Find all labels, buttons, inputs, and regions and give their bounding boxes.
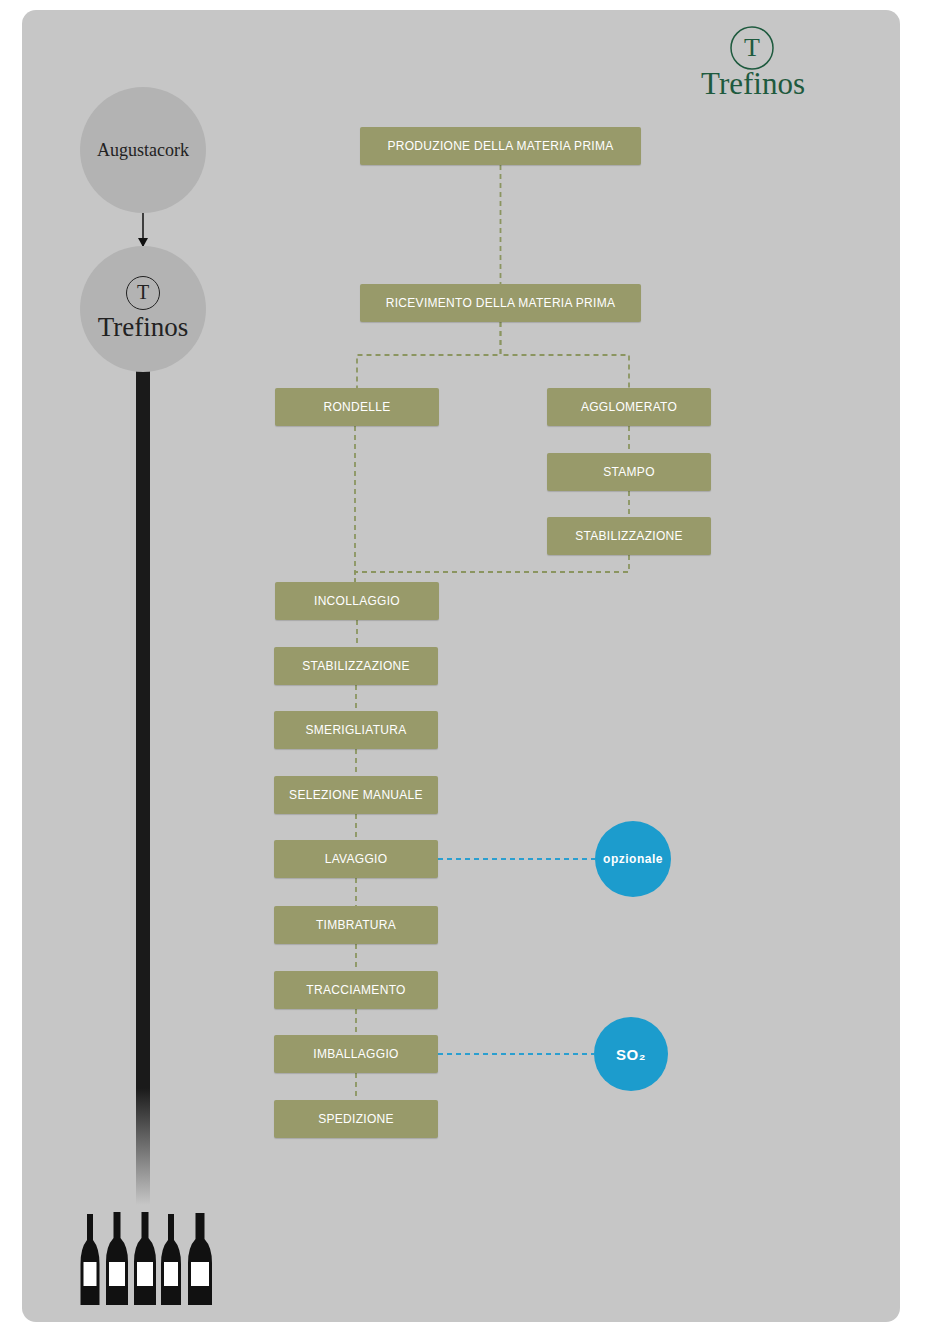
dashed-connector [355,878,357,906]
node-text: RICEVIMENTO DELLA MATERIA PRIMA [386,296,616,310]
dashed-connector [355,814,357,840]
node-text: PRODUZIONE DELLA MATERIA PRIMA [387,139,613,153]
process-box: SPEDIZIONE [274,1100,438,1138]
node-text: INCOLLAGGIO [314,594,400,608]
dashed-connector [355,944,357,971]
bottle [161,1214,181,1305]
dashed-connector [354,426,356,582]
node-text: TRACCIAMENTO [306,983,405,997]
dashed-connector [500,165,502,284]
node-text: SPEDIZIONE [318,1112,394,1126]
process-box: TIMBRATURA [274,906,438,944]
node-text: AGGLOMERATO [581,400,677,414]
node-text: T [126,276,160,310]
bottle-group [81,1212,213,1305]
process-box: SELEZIONE MANUALE [274,776,438,814]
node-text: opzionale [603,852,663,866]
note-circle: opzionale [595,821,671,897]
process-box: AGGLOMERATO [547,388,711,426]
timeline-bar [136,370,150,1205]
node-text: IMBALLAGGIO [313,1047,398,1061]
logo-circle: TTrefinos [80,246,206,372]
node-text: SELEZIONE MANUALE [289,788,423,802]
node-text: STABILIZZAZIONE [302,659,410,673]
process-box: STABILIZZAZIONE [274,647,438,685]
process-box: INCOLLAGGIO [275,582,439,620]
dashed-connector [355,1009,357,1035]
node-text: TIMBRATURA [316,918,396,932]
bottle-label [164,1262,178,1286]
node-text: LAVAGGIO [325,852,388,866]
node-text: Trefinos [98,312,189,343]
process-box: STABILIZZAZIONE [547,517,711,555]
bottle-label [191,1262,209,1286]
node-text: SMERIGLIATURA [305,723,406,737]
dashed-connector [355,1073,357,1100]
process-box: STAMPO [547,453,711,491]
dashed-connector [628,491,630,517]
bottle-label [137,1262,153,1286]
dashed-connector [355,685,357,711]
node-text: SO₂ [616,1046,646,1063]
node-text: STAMPO [603,465,655,479]
logo-circle: Augustacork [80,87,206,213]
process-box: SMERIGLIATURA [274,711,438,749]
dashed-connector [357,322,501,388]
dashed-connector [501,322,630,388]
dashed-connector [355,749,357,776]
node-text: RONDELLE [323,400,390,414]
process-box: LAVAGGIO [274,840,438,878]
dashed-connector [355,555,629,582]
process-box: RONDELLE [275,388,439,426]
bottle [188,1213,212,1305]
process-box: RICEVIMENTO DELLA MATERIA PRIMA [360,284,641,322]
bottle-label [84,1262,97,1286]
node-text: Augustacork [97,140,189,161]
process-box: PRODUZIONE DELLA MATERIA PRIMA [360,127,641,165]
bottle [81,1214,100,1305]
node-text: STABILIZZAZIONE [575,529,683,543]
logo-text: Trefinos [701,66,805,102]
bottle-label [109,1262,125,1286]
logo-ring [731,27,773,69]
bottle [134,1212,156,1305]
dashed-connector [356,620,358,647]
process-box: TRACCIAMENTO [274,971,438,1009]
dashed-connector [438,858,595,860]
arrow-connector [142,213,144,246]
process-box: IMBALLAGGIO [274,1035,438,1073]
bottle [106,1212,128,1305]
dashed-connector [628,426,630,453]
dashed-connector [438,1053,594,1055]
logo-text: T [744,33,760,63]
note-circle: SO₂ [594,1017,668,1091]
panel [22,10,900,1322]
